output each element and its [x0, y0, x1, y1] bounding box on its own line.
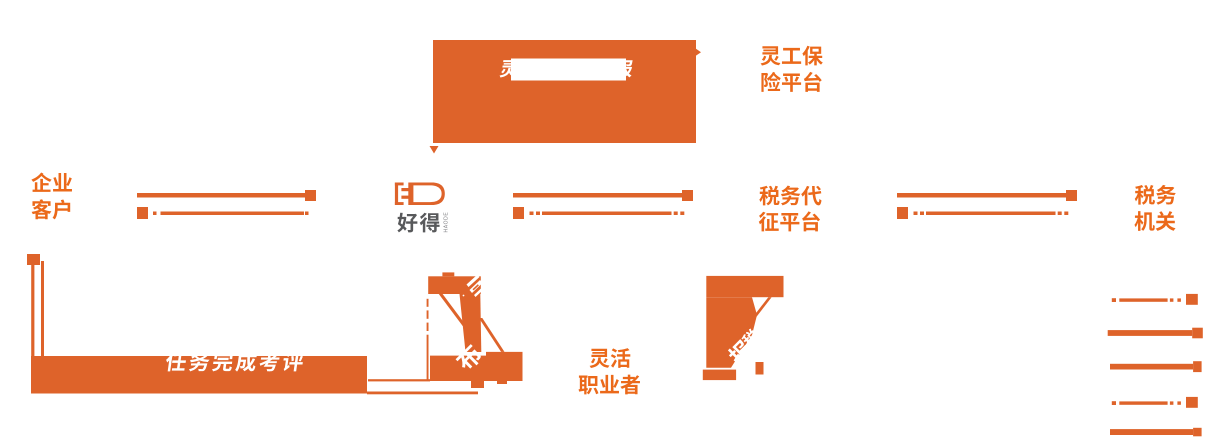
svg-text:HAODE: HAODE — [444, 212, 450, 233]
